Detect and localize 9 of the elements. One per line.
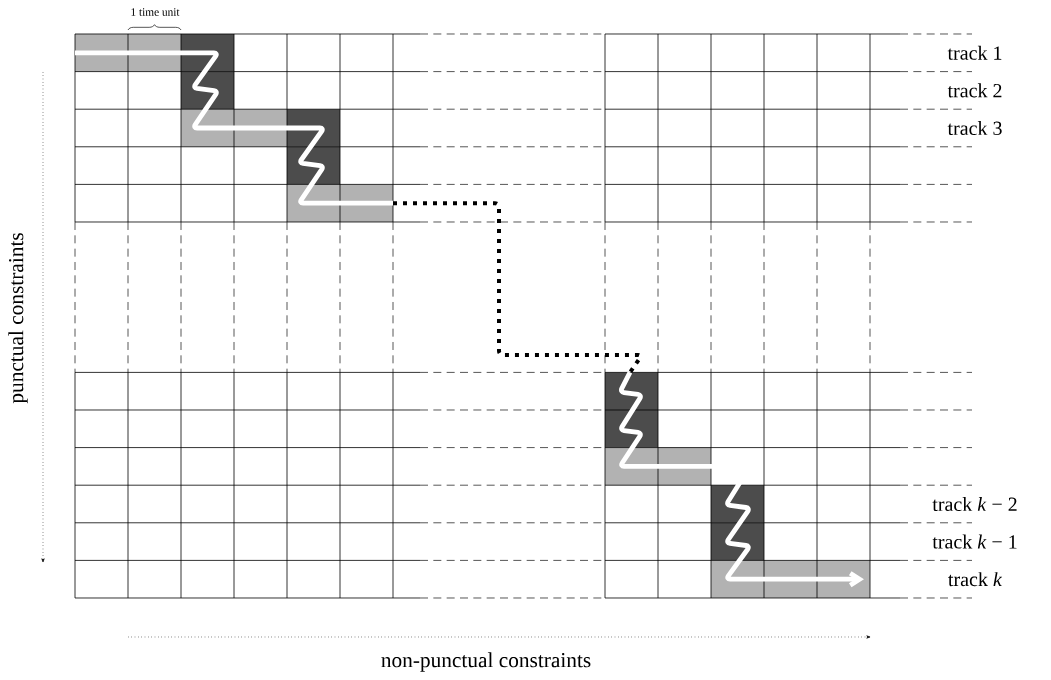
axis-label: non-punctual constraints	[381, 652, 591, 672]
track-label: track 3	[947, 120, 1002, 135]
track-label: track k	[948, 572, 1003, 587]
track-label: track k − 2	[932, 496, 1017, 511]
track-label: track k − 1	[932, 534, 1017, 549]
track-label: track 1	[947, 45, 1002, 60]
track-label: track 2	[947, 83, 1002, 98]
axis-label: punctual constraints	[8, 233, 28, 404]
brace-label: 1 time unit	[131, 8, 180, 16]
